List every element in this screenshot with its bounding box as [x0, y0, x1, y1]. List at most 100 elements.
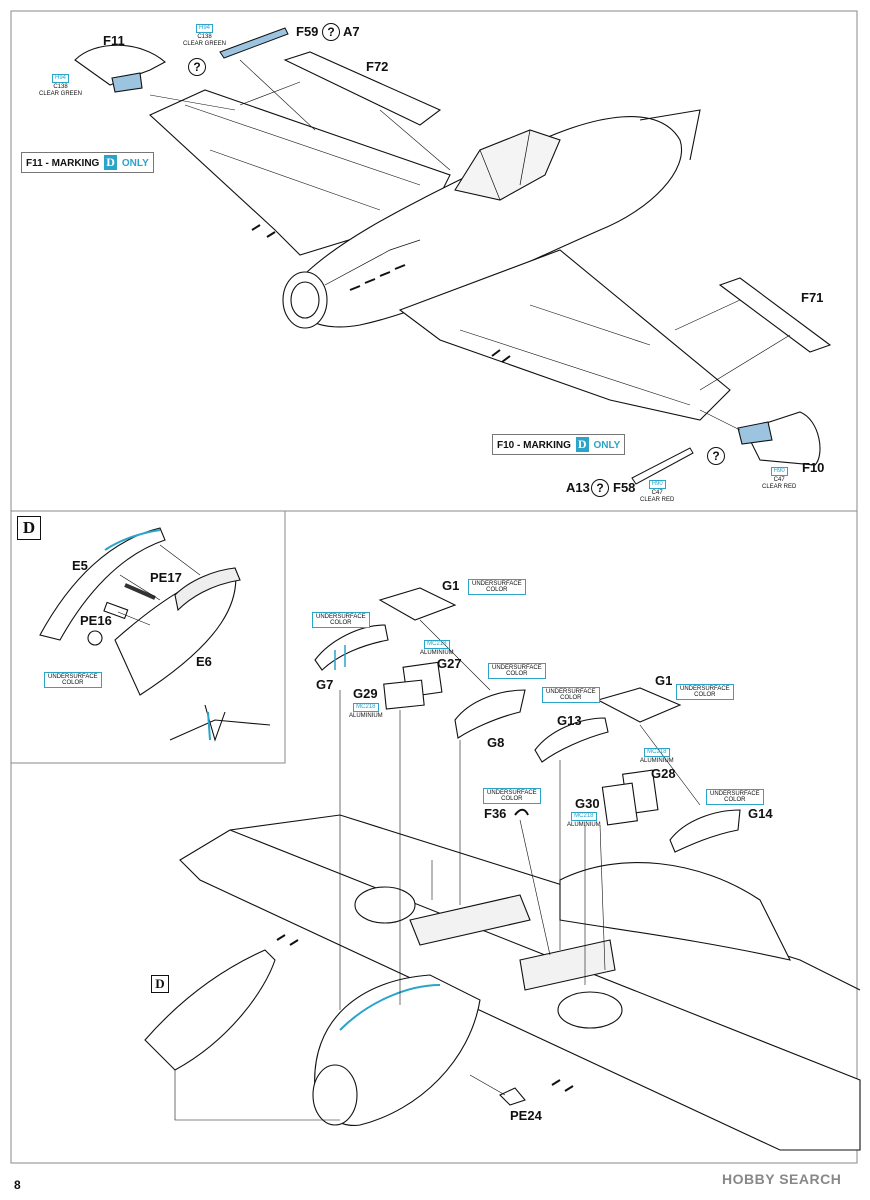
- label-f10: F10: [802, 460, 825, 475]
- label-g1-second: G1: [655, 673, 673, 688]
- color-code-c138: C138: [53, 84, 68, 90]
- color-name-clear-red: CLEAR RED: [762, 484, 797, 490]
- step3-g-parts: [314, 587, 741, 1106]
- label-pe17: PE17: [150, 570, 182, 585]
- marking-only-text: ONLY: [121, 158, 149, 169]
- step-d-guide-lines: [117, 544, 201, 626]
- color-code-h94: H94: [196, 24, 214, 33]
- marking-d-badge: D: [104, 155, 118, 170]
- color-callout-g29: MC218 ALUMINIUM: [349, 703, 383, 720]
- upper-aircraft-drawing: [149, 89, 731, 421]
- color-name-aluminium: ALUMINIUM: [567, 822, 601, 828]
- color-callout-f11: H94 C138 CLEAR GREEN: [39, 74, 82, 98]
- undersurface-callout: UNDERSURFACE COLOR: [312, 612, 370, 628]
- marking-d-box: D: [17, 516, 41, 540]
- undersurface-color-text: COLOR: [724, 797, 746, 803]
- undersurface-callout: UNDERSURFACE COLOR: [44, 672, 102, 688]
- color-code-c47: C47: [773, 477, 785, 483]
- label-g8: G8: [487, 735, 505, 750]
- step3-guide-lines: [174, 619, 701, 1121]
- part-f11-wingtip: [74, 44, 166, 93]
- undersurface-text: UNDERSURFACE: [472, 581, 522, 587]
- page-number: 8: [14, 1178, 21, 1192]
- step-d-inset-frame: [10, 510, 286, 764]
- color-callout-f59: H94 C138 CLEAR GREEN: [183, 24, 226, 48]
- label-g13: G13: [557, 713, 582, 728]
- color-code-mc218: MC218: [424, 640, 450, 649]
- question-mark-icon: ?: [188, 58, 206, 76]
- marking-d-box: D: [151, 975, 169, 993]
- part-f71-aileron: [718, 277, 832, 353]
- label-a13: A13: [566, 480, 590, 495]
- color-code-mc218: MC218: [571, 812, 597, 821]
- label-e6: E6: [196, 654, 212, 669]
- undersurface-callout: UNDERSURFACE COLOR: [676, 684, 734, 700]
- label-g1: G1: [442, 578, 460, 593]
- label-a7: A7: [343, 24, 360, 39]
- undersurface-color-text: COLOR: [486, 587, 508, 593]
- color-callout-g30: MC218 ALUMINIUM: [567, 812, 601, 829]
- color-code-mc218: MC218: [353, 703, 379, 712]
- label-e5: E5: [72, 558, 88, 573]
- color-code-mc218: MC218: [644, 748, 670, 757]
- undersurface-text: UNDERSURFACE: [546, 689, 596, 695]
- watermark-text: HOBBY SEARCH: [722, 1171, 842, 1187]
- label-g29: G29: [353, 686, 378, 701]
- undersurface-text: UNDERSURFACE: [680, 686, 730, 692]
- undersurface-color-text: COLOR: [330, 620, 352, 626]
- label-pe16: PE16: [80, 613, 112, 628]
- label-g28: G28: [651, 766, 676, 781]
- color-code-h90: H90: [648, 480, 666, 489]
- color-callout-g28: MC218 ALUMINIUM: [640, 748, 674, 765]
- marking-note-f11-text: F11 - MARKING: [26, 158, 100, 169]
- part-f59-light: [219, 27, 289, 59]
- color-callout-g27: MC218 ALUMINIUM: [420, 640, 454, 657]
- part-f10-wingtip: [737, 411, 821, 466]
- step3-d-cowl: [144, 949, 276, 1071]
- part-f58-light: [631, 447, 694, 485]
- label-f58: F58: [613, 480, 636, 495]
- step-d-drawing: [39, 527, 271, 742]
- question-mark-icon: ?: [707, 447, 725, 465]
- color-name-clear-red: CLEAR RED: [640, 497, 675, 503]
- label-f72: F72: [366, 59, 389, 74]
- undersurface-color-text: COLOR: [501, 796, 523, 802]
- undersurface-text: UNDERSURFACE: [487, 790, 537, 796]
- color-callout-f10: H90 C47 CLEAR RED: [762, 467, 796, 491]
- label-g27: G27: [437, 656, 462, 671]
- marking-only-text: ONLY: [593, 440, 621, 451]
- marking-note-f10: F10 - MARKING D ONLY: [492, 434, 626, 455]
- label-f71: F71: [801, 290, 824, 305]
- undersurface-text: UNDERSURFACE: [316, 614, 366, 620]
- color-code-h94: H94: [52, 74, 70, 83]
- color-name-aluminium: ALUMINIUM: [420, 650, 454, 656]
- undersurface-color-text: COLOR: [560, 695, 582, 701]
- label-f59: F59: [296, 24, 319, 39]
- undersurface-text: UNDERSURFACE: [492, 665, 542, 671]
- color-callout-f58: H90 C47 CLEAR RED: [640, 480, 674, 504]
- undersurface-callout: UNDERSURFACE COLOR: [483, 788, 541, 804]
- undersurface-color-text: COLOR: [694, 692, 716, 698]
- question-mark-icon: ?: [322, 23, 340, 41]
- color-name-aluminium: ALUMINIUM: [640, 758, 674, 764]
- color-name-clear-green: CLEAR GREEN: [183, 41, 227, 47]
- undersurface-color-text: COLOR: [506, 671, 528, 677]
- marking-note-f11: F11 - MARKING D ONLY: [21, 152, 154, 173]
- question-mark-icon: ?: [591, 479, 609, 497]
- label-g30: G30: [575, 796, 600, 811]
- undersurface-callout: UNDERSURFACE COLOR: [488, 663, 546, 679]
- undersurface-callout: UNDERSURFACE COLOR: [706, 789, 764, 805]
- color-name-aluminium: ALUMINIUM: [349, 713, 383, 719]
- color-code-c138: C138: [197, 34, 212, 40]
- color-name-clear-green: CLEAR GREEN: [39, 91, 83, 97]
- label-f36: F36: [484, 806, 507, 821]
- part-f72-aileron: [283, 51, 442, 126]
- step1-guide-lines: [149, 59, 791, 431]
- marking-d-badge: D: [575, 437, 589, 452]
- undersurface-callout: UNDERSURFACE COLOR: [542, 687, 600, 703]
- undersurface-text: UNDERSURFACE: [48, 674, 98, 680]
- undersurface-callout: UNDERSURFACE COLOR: [468, 579, 526, 595]
- undersurface-text: UNDERSURFACE: [710, 791, 760, 797]
- label-pe24: PE24: [510, 1108, 542, 1123]
